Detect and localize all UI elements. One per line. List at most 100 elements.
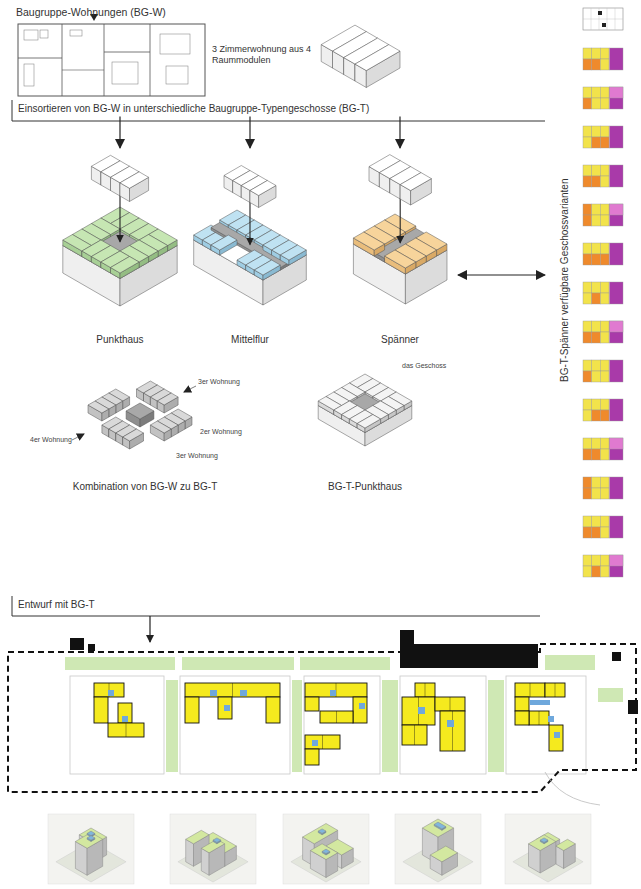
building-block — [435, 697, 465, 711]
annotation-label: 3er Wohnung — [176, 452, 218, 460]
tile-cell — [592, 332, 601, 343]
module-line — [450, 697, 451, 711]
module-top — [88, 401, 109, 413]
tile-cell — [583, 516, 592, 527]
module-top — [355, 45, 400, 71]
section-heading: Einsortieren von BG-W in unterschiedlich… — [18, 103, 547, 116]
module-top — [126, 403, 154, 419]
connector-arrow — [458, 274, 545, 275]
plan-wall — [150, 24, 151, 96]
tile-cell — [583, 98, 592, 109]
building-block — [515, 683, 545, 697]
tile-cell — [583, 48, 592, 59]
module-top — [422, 819, 453, 837]
module-top — [186, 830, 209, 844]
module-line — [322, 735, 323, 749]
existing-building — [70, 638, 84, 650]
typology-node: Spänner — [342, 148, 458, 346]
module-top — [75, 833, 102, 849]
tile-cell — [583, 438, 592, 449]
stair-core — [330, 690, 336, 696]
module-line — [530, 683, 531, 697]
existing-building — [88, 644, 95, 651]
building-block — [320, 711, 353, 723]
plan-furniture — [160, 34, 190, 54]
plan-furniture — [24, 64, 34, 86]
tile-cell — [600, 215, 609, 226]
building-block — [515, 711, 529, 725]
module-top — [254, 260, 280, 275]
module-top — [318, 379, 412, 433]
stair-core — [108, 690, 114, 696]
module-top — [326, 839, 353, 855]
building-block — [415, 683, 435, 697]
leader-arrow — [184, 386, 196, 392]
tile-cell — [592, 126, 601, 137]
tile-cell — [610, 87, 624, 109]
module-top — [430, 846, 457, 862]
module-line — [425, 683, 426, 697]
tile-cell — [592, 176, 601, 187]
tile-cell — [592, 566, 601, 577]
section-band: Einsortieren von BG-W in unterschiedlich… — [18, 103, 547, 116]
site-arrow — [149, 616, 150, 642]
stair-core — [359, 703, 365, 709]
tile-cell — [592, 371, 601, 382]
tile-cell — [583, 176, 592, 187]
tile-cell — [592, 165, 601, 176]
tile-cell — [592, 254, 601, 265]
tile-cell — [592, 438, 601, 449]
floor-plan — [18, 24, 205, 96]
bracket-line — [12, 616, 540, 617]
tile-cell — [592, 360, 601, 371]
module-top — [434, 822, 446, 829]
plan-furniture — [40, 30, 48, 38]
plan-furniture — [166, 66, 188, 84]
tile-cell — [592, 243, 601, 254]
tile-cell — [592, 527, 601, 538]
green-space — [166, 680, 178, 772]
green-space — [598, 688, 623, 702]
stair-core — [548, 716, 554, 722]
tile-cell — [583, 282, 592, 293]
plan-wall — [62, 70, 104, 71]
render-thumbnail — [170, 814, 256, 884]
tile-cell — [610, 438, 624, 460]
module-top — [280, 245, 306, 260]
render-thumbnail — [283, 814, 369, 884]
tile-cell — [610, 87, 624, 98]
tile-cell — [600, 165, 609, 176]
module-top — [529, 835, 556, 851]
tile-cell — [610, 321, 624, 343]
diagram-caption: BG-T-Punkthaus — [302, 481, 428, 494]
typology-node: Mittelflur — [185, 148, 315, 346]
building-block — [402, 725, 427, 745]
tile-cell — [610, 516, 624, 538]
stair-core — [122, 716, 128, 722]
green-space — [488, 680, 504, 772]
module-top — [120, 172, 149, 189]
module-top — [540, 838, 548, 843]
tile-cell — [600, 332, 609, 343]
ground-plane — [513, 842, 583, 883]
building-block — [529, 711, 549, 725]
building-block — [549, 725, 563, 751]
building-block — [108, 723, 144, 737]
tile-cell — [583, 59, 592, 70]
tile-cell — [583, 410, 592, 421]
annotation-label: das Geschoss — [402, 362, 446, 370]
tile-cell — [583, 87, 592, 98]
module-top — [123, 429, 144, 441]
tile-cell — [600, 282, 609, 293]
text-node: 3 Zimmerwohnung aus 4 Raummodulen — [212, 44, 314, 67]
tile-cell — [583, 488, 592, 499]
site-boundary — [8, 644, 636, 792]
stair-core — [210, 690, 217, 696]
section-heading: Entwurf mit BG-T — [18, 599, 222, 612]
module-line — [452, 711, 453, 751]
tile-cell — [583, 243, 592, 254]
existing-building — [400, 644, 538, 668]
tile-cell — [592, 59, 601, 70]
tile-cell — [592, 449, 601, 460]
